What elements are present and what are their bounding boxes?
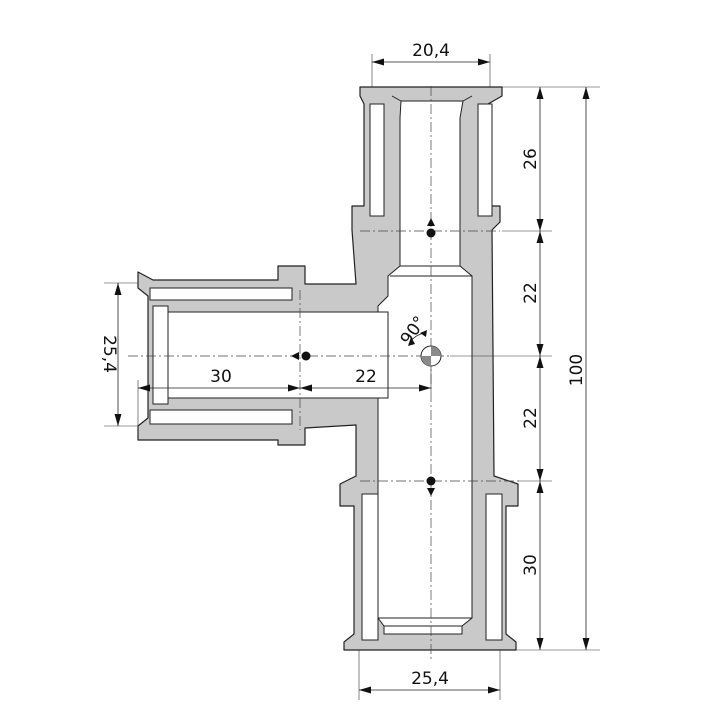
dimension-texts: 20,4 26 22 22 30 100 25,4 25,4 30 22 — [99, 41, 587, 689]
dim-text-top-socket: 26 — [521, 148, 541, 170]
pin-markers — [291, 218, 436, 496]
fitting-body — [137, 86, 519, 651]
center-mark-icon — [420, 345, 442, 367]
dimension-lines — [114, 58, 590, 694]
dim-text-overall: 100 — [567, 354, 587, 386]
dim-text-bottom-width: 25,4 — [411, 669, 449, 689]
bottom-socket-slot-left — [361, 493, 379, 641]
dim-text-side-offset: 22 — [355, 367, 377, 387]
chamfer-line — [391, 95, 402, 102]
arrow-head — [420, 330, 427, 337]
pin-arrow-marker-branch — [291, 351, 311, 361]
bottom-socket-slot-right — [485, 493, 503, 641]
dim-text-upper-offset: 22 — [521, 282, 541, 304]
branch-socket-slot-bottom — [149, 409, 293, 425]
arrow-head — [408, 337, 415, 346]
top-socket-slot-right — [477, 103, 493, 217]
main-bore — [377, 100, 473, 635]
chamfer-line — [462, 95, 473, 102]
pin-arrow-marker-upper — [426, 218, 436, 238]
dim-text-side-socket: 30 — [210, 367, 232, 387]
dim-text-side-diameter: 25,4 — [99, 335, 119, 373]
center-lines — [128, 86, 520, 660]
branch-socket-slot-top — [149, 287, 293, 301]
pin-arrow-marker-lower — [426, 476, 436, 496]
branch-bore — [152, 305, 389, 405]
top-socket-slot-left — [369, 103, 385, 217]
dim-text-lower-offset: 22 — [521, 407, 541, 429]
dim-text-top-width: 20,4 — [412, 41, 450, 61]
dim-text-bottom-socket: 30 — [521, 554, 541, 576]
